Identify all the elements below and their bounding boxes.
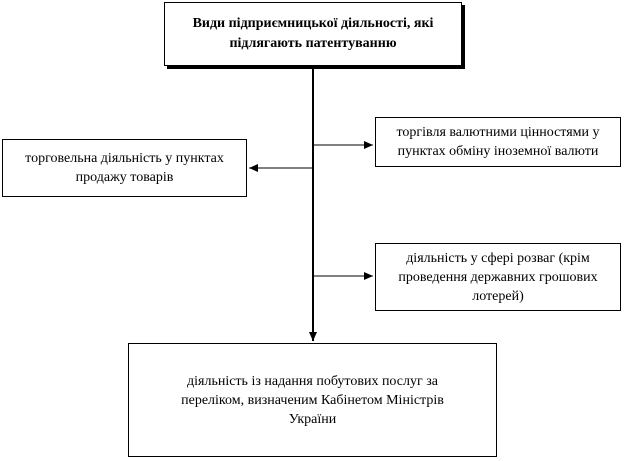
left-node-box: торговельна діяльність у пунктах продажу… (2, 139, 247, 197)
right-top-node-label: торгівля валютними цінностями у пунктах … (396, 125, 600, 159)
right-bottom-node-box: діяльність у сфері розваг (крім проведен… (375, 243, 621, 311)
root-node-box: Види підприємницької діяльності, які під… (164, 2, 462, 66)
bottom-node-label: діяльність із надання побутових послуг з… (181, 373, 444, 427)
bottom-node-box: діяльність із надання побутових послуг з… (128, 343, 497, 457)
root-node-label: Види підприємницької діяльності, які під… (192, 16, 434, 51)
left-node-label: торговельна діяльність у пунктах продажу… (25, 151, 224, 185)
right-top-node-box: торгівля валютними цінностями у пунктах … (375, 117, 621, 167)
right-bottom-node-label: діяльність у сфері розваг (крім проведен… (398, 250, 598, 304)
